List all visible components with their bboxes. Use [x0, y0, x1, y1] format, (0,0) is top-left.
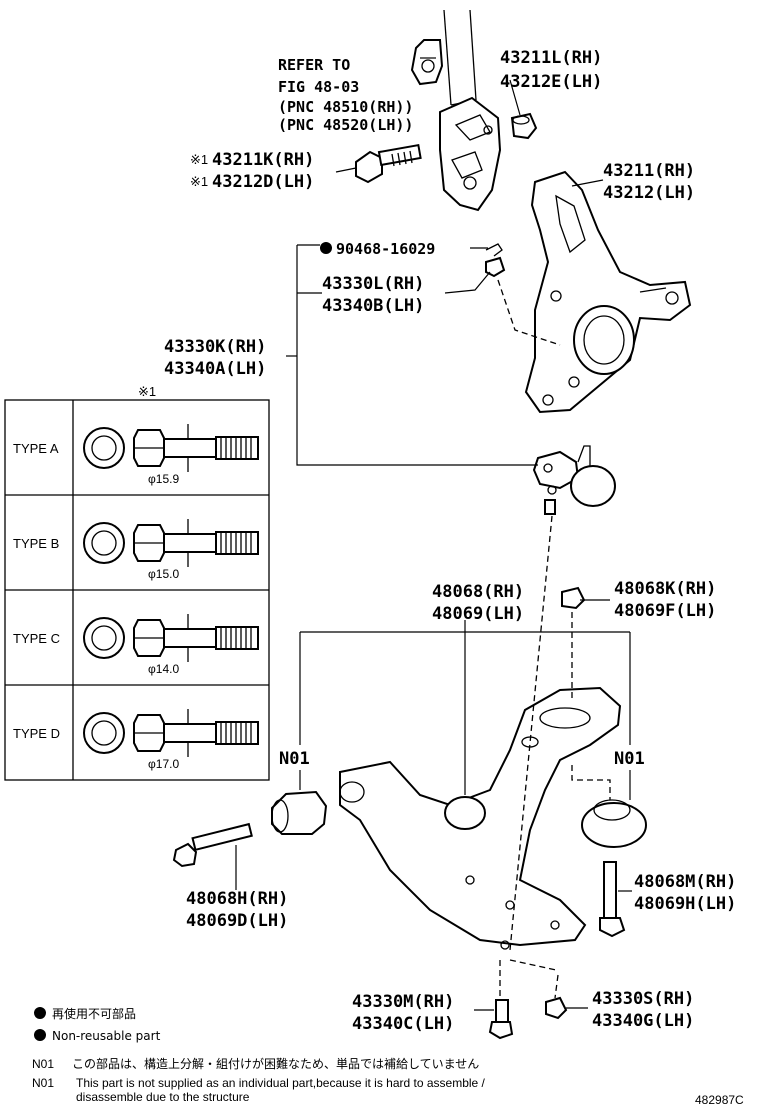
- arm-bolt-left-rh-label: 48068H(RH): [186, 889, 288, 909]
- nut-face-icon: [83, 427, 125, 469]
- strut-nut-drawing: [510, 112, 538, 140]
- right-bushing-drawing: [581, 799, 647, 848]
- dash-line-bjnut2: [554, 974, 559, 999]
- arm-nut-lh-label: 48069F(LH): [614, 601, 716, 621]
- table-row: TYPE C φ14.0: [13, 614, 259, 676]
- bolt-shank-icon: [163, 723, 217, 743]
- bolt-type-table: ※1: [4, 384, 270, 781]
- bj-bolt-lh-label: 43340C(LH): [352, 1014, 454, 1034]
- arm-nut-rh-label: 48068K(RH): [614, 579, 716, 599]
- type-label: TYPE D: [13, 726, 60, 741]
- n01-right-label: N01: [614, 749, 645, 769]
- castle-nut-drawing: [485, 256, 506, 278]
- nut-bore-icon: [91, 625, 117, 651]
- bolt-shank-icon: [163, 628, 217, 648]
- bolt-shank-icon: [163, 438, 217, 458]
- lower-control-arm-drawing: [339, 686, 622, 950]
- legend-en: Non-reusable part: [52, 1029, 161, 1043]
- refer-label-3: (PNC 48510(RH)): [278, 98, 413, 116]
- arm-bolt-left-drawing: [172, 822, 253, 868]
- bj-nut-top-rh-label: 43330L(RH): [322, 274, 424, 294]
- dash-line-bjnut: [509, 959, 557, 971]
- n01-left-label: N01: [279, 749, 310, 769]
- bolt-thread-icon: [215, 436, 259, 460]
- bolt-lh-label: 43212D(LH): [212, 172, 314, 192]
- dash-line-bushing: [571, 765, 611, 800]
- diameter-label: φ17.0: [148, 757, 179, 771]
- diameter-label: φ14.0: [148, 662, 179, 676]
- type-label: TYPE C: [13, 631, 60, 646]
- bolt-thread-icon: [215, 721, 259, 745]
- ball-joint-drawing: [532, 445, 616, 515]
- table-row: TYPE D φ17.0: [13, 709, 259, 771]
- refer-label-1: REFER TO: [278, 56, 350, 74]
- diameter-label: φ15.9: [148, 472, 179, 486]
- arm-lh-label: 48069(LH): [432, 604, 524, 624]
- strut-assembly-drawing: [410, 9, 502, 212]
- arm-bolt-right-lh-label: 48069H(LH): [634, 894, 736, 914]
- legend-bullet-en: [34, 1029, 46, 1041]
- nut-face-icon: [83, 617, 125, 659]
- nut-rh-label: 43211L(RH): [500, 48, 602, 68]
- type-label: TYPE B: [13, 536, 59, 551]
- arm-bolt-left-lh-label: 48069D(LH): [186, 911, 288, 931]
- nut-bore-icon: [91, 530, 117, 556]
- cotter-pin-drawing: [485, 243, 503, 257]
- bj-nut-rh-label: 43330S(RH): [592, 989, 694, 1009]
- nut-bore-icon: [91, 435, 117, 461]
- bolt-shank-icon: [163, 533, 217, 553]
- left-bushing-drawing: [271, 790, 328, 835]
- type-label: TYPE A: [13, 441, 59, 456]
- refer-label-4: (PNC 48520(LH)): [278, 116, 413, 134]
- knuckle-rh-label: 43211(RH): [603, 161, 695, 181]
- knuckle-dash-line: [497, 279, 561, 346]
- legend-jp: 再使用不可部品: [52, 1006, 136, 1021]
- nut-face-icon: [83, 712, 125, 754]
- leader-lines: [235, 57, 632, 1011]
- bj-bolt-rh-label: 43330M(RH): [352, 992, 454, 1012]
- bj-nut-top-lh-label: 43340B(LH): [322, 296, 424, 316]
- note-en-2: disassemble due to the structure: [76, 1090, 250, 1104]
- table-row: TYPE A φ15.9: [13, 424, 259, 486]
- bj-nut-lh-label: 43340G(LH): [592, 1011, 694, 1031]
- note-en-1: This part is not supplied as an individu…: [76, 1076, 486, 1090]
- refer-label-2: FIG 48-03: [278, 78, 359, 96]
- bolt-mark-2: ※1: [190, 174, 208, 189]
- pin-part-label: 90468-16029: [336, 240, 435, 258]
- knuckle-lh-label: 43212(LH): [603, 183, 695, 203]
- table-row: TYPE B φ15.0: [13, 519, 259, 581]
- arm-bolt-right-rh-label: 48068M(RH): [634, 872, 736, 892]
- arm-rh-label: 48068(RH): [432, 582, 524, 602]
- note-code-2: N01: [32, 1076, 54, 1090]
- bj-nut-drawing: [545, 996, 568, 1020]
- balljoint-lh-label: 43340A(LH): [164, 359, 266, 379]
- bolt-thread-icon: [215, 531, 259, 555]
- balljoint-rh-label: 43330K(RH): [164, 337, 266, 357]
- nut-face-icon: [83, 522, 125, 564]
- arm-bolt-right-drawing: [599, 861, 626, 938]
- nut-lh-label: 43212E(LH): [500, 72, 602, 92]
- figure-id: 482987C: [695, 1093, 744, 1107]
- bolt-rh-label: 43211K(RH): [212, 150, 314, 170]
- note-jp: この部品は、構造上分解・組付けが困難なため、単品では補給していません: [72, 1056, 479, 1071]
- legend-bullet-jp: [34, 1007, 46, 1019]
- note-code-1: N01: [32, 1057, 54, 1071]
- steering-knuckle-drawing: [524, 170, 692, 414]
- bolt-mark-1: ※1: [190, 152, 208, 167]
- bj-bolt-drawing: [488, 999, 514, 1040]
- strut-bolt-drawing: [355, 143, 422, 184]
- dash-line-balljoint: [509, 515, 553, 951]
- table-header: ※1: [138, 384, 156, 399]
- nut-bore-icon: [91, 720, 117, 746]
- non-reusable-marker: [320, 242, 332, 254]
- arm-nut-drawing: [561, 586, 586, 610]
- bolt-thread-icon: [215, 626, 259, 650]
- diameter-label: φ15.0: [148, 567, 179, 581]
